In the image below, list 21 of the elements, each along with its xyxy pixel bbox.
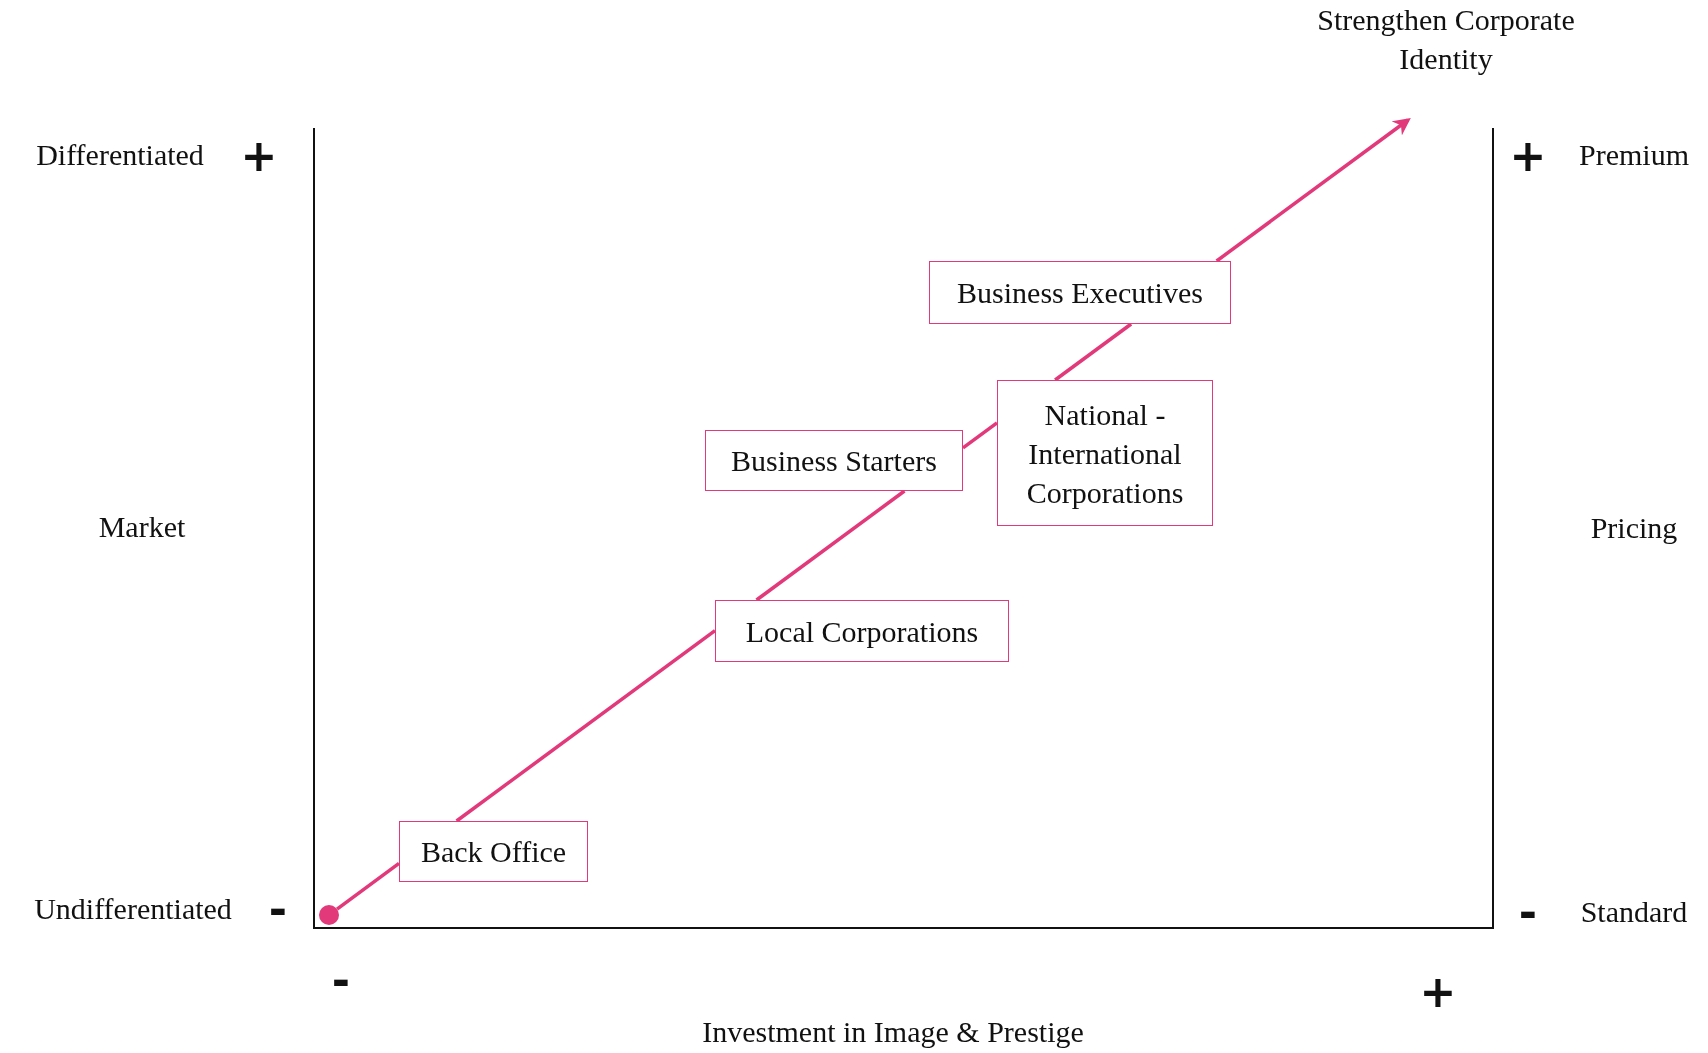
arrow — [1215, 117, 1411, 263]
minus-sign: - — [1518, 886, 1538, 938]
plus-sign: + — [1419, 965, 1457, 1017]
segment-box: Business Executives — [929, 261, 1231, 324]
segment-box: Local Corporations — [715, 600, 1009, 662]
axis-title: Investment in Image & Prestige — [702, 1015, 1084, 1049]
plus-sign: + — [1509, 129, 1547, 181]
arrow-target-label: Strengthen Corporate Identity — [1296, 0, 1596, 78]
axis-title: Market — [98, 510, 186, 544]
axis-label: Premium — [1579, 138, 1689, 172]
axis-label: Standard — [1580, 895, 1688, 929]
segment-box: Business Starters — [705, 430, 963, 491]
minus-sign: - — [331, 954, 351, 1006]
start-dot — [319, 905, 339, 925]
axis-label: Undifferentiated — [34, 892, 232, 926]
segment-box: National - International Corporations — [997, 380, 1213, 526]
axis-title: Pricing — [1590, 511, 1678, 545]
segment-box: Back Office — [399, 821, 588, 882]
plus-sign: + — [240, 129, 278, 181]
minus-sign: - — [268, 883, 288, 935]
axis-label: Differentiated — [36, 138, 204, 172]
